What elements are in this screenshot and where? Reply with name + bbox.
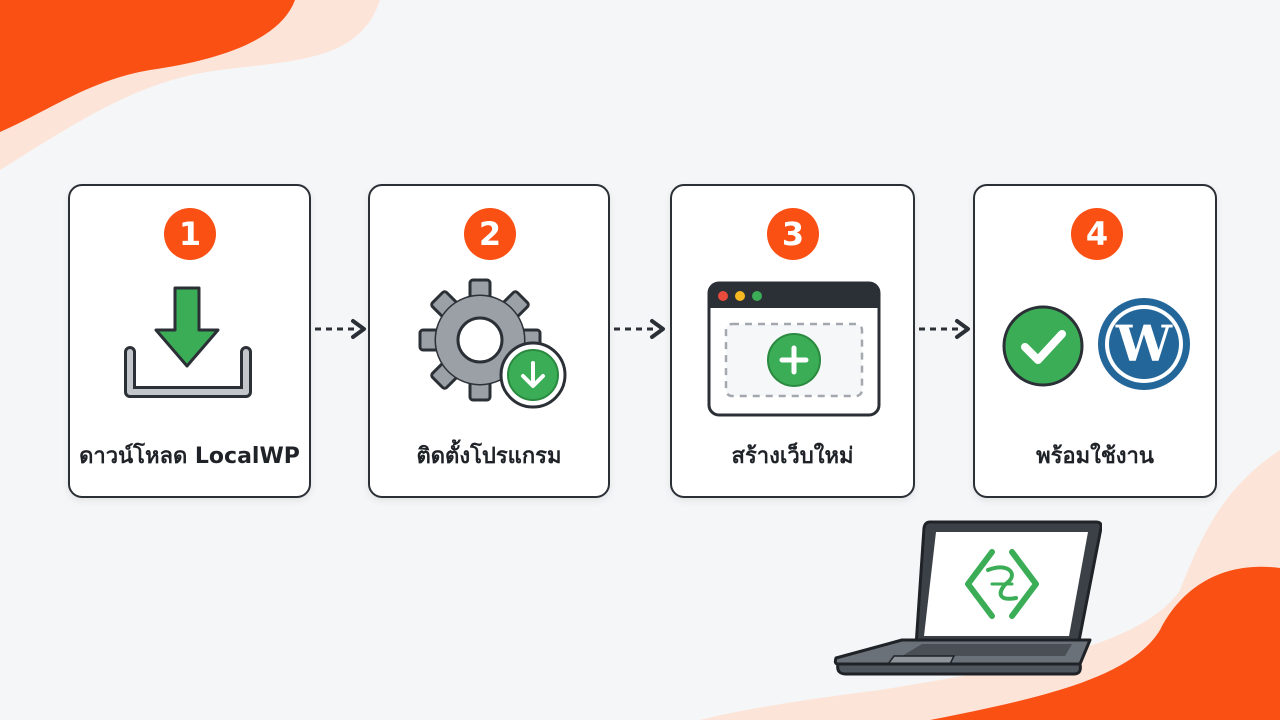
flow-arrow-3: [919, 319, 970, 339]
gear-install-icon: [418, 278, 567, 409]
step-label: ติดตั้งโปรแกรม: [416, 444, 562, 469]
step-card-1: 1 ดาวน์โหลด LocalWP: [68, 184, 311, 498]
top-left-blob: [0, 0, 380, 170]
laptop-illustration: [833, 520, 1102, 676]
localwp-logo-icon: [965, 549, 1039, 619]
check-circle-icon: [1002, 305, 1084, 387]
svg-text:W: W: [1115, 314, 1173, 373]
step-card-4: 4 W พร้อมใช้งาน: [973, 184, 1217, 498]
wordpress-logo-icon: W: [1098, 298, 1190, 390]
step-label: ดาวน์โหลด LocalWP: [79, 444, 300, 469]
flow-arrow-2: [614, 319, 665, 339]
step-label: สร้างเว็บใหม่: [731, 444, 854, 469]
flow-arrow-1: [315, 319, 366, 339]
step-number-badge: 1: [164, 208, 216, 260]
step-label: พร้อมใช้งาน: [1036, 444, 1154, 469]
step-card-2: 2 ติดตั้งโปรแกรม: [368, 184, 610, 498]
step-number-badge: 3: [767, 208, 819, 260]
step-card-3: 3 สร้างเว็บใหม่: [670, 184, 915, 498]
step-number-badge: 2: [464, 208, 516, 260]
step-number-badge: 4: [1071, 208, 1123, 260]
browser-add-icon: [707, 281, 881, 417]
download-icon: [124, 286, 252, 398]
check-wordpress-icon: W: [1002, 298, 1190, 390]
